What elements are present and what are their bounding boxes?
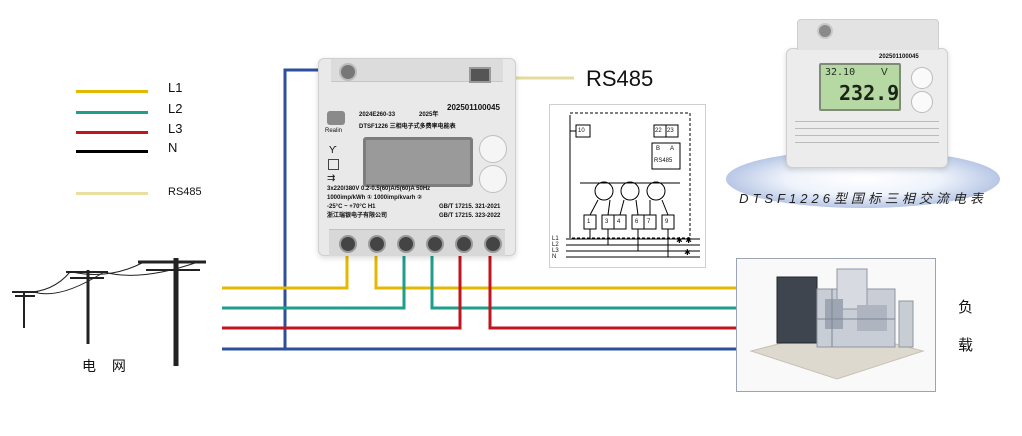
legend-label-n: N bbox=[168, 140, 178, 155]
side-label-n: N bbox=[552, 254, 557, 260]
wiring-schematic: ✱ ✱ ✱ 10 22 23 B A RS485 1 3 4 6 7 9 L1 … bbox=[549, 104, 706, 268]
wire-n bbox=[222, 68, 344, 351]
load-label-bottom: 载 bbox=[958, 337, 974, 354]
legend-line-rs485 bbox=[76, 192, 148, 195]
wire-l1-in bbox=[222, 246, 349, 290]
meter-top-terminal bbox=[339, 63, 357, 81]
photo-button-up[interactable] bbox=[911, 67, 933, 89]
photo-meter-body: 202501100045 32.10 V 232.9 bbox=[786, 19, 948, 168]
legend-label-l3: L3 bbox=[168, 121, 183, 136]
photo-top-screw bbox=[817, 23, 833, 39]
rs-label-b: B bbox=[656, 146, 661, 152]
brand-logo bbox=[327, 111, 345, 125]
photo-caption: DTSF1226型国标三相交流电表 bbox=[739, 191, 987, 206]
bottom-terminal-1: 1 bbox=[587, 219, 591, 225]
bottom-terminal-7: 7 bbox=[647, 219, 651, 225]
photo-button-down[interactable] bbox=[911, 91, 933, 113]
photo-lcd: 32.10 V 232.9 bbox=[819, 63, 901, 111]
legend-label-l1: L1 bbox=[168, 80, 183, 95]
lcd-display bbox=[363, 137, 473, 187]
cert-code: 2024E260-33 bbox=[359, 112, 396, 118]
svg-text:✱ ✱: ✱ ✱ bbox=[676, 236, 692, 245]
load-label-top: 负 bbox=[958, 299, 974, 316]
rs-label-a: A bbox=[670, 146, 675, 152]
bottom-terminal-9: 9 bbox=[665, 219, 669, 225]
bottom-terminal-4: 4 bbox=[617, 219, 621, 225]
spec-line-2: 1000imp/kWh ① 1000imp/kvarh ② bbox=[327, 195, 423, 201]
bottom-terminal-6: 6 bbox=[635, 219, 639, 225]
meter-photo: DTSF1226型国标三相交流电表 202501100045 32.10 V 2… bbox=[720, 0, 1005, 215]
legend-line-l1 bbox=[76, 90, 148, 93]
svg-text:✱: ✱ bbox=[684, 248, 691, 257]
load-machine-svg bbox=[749, 268, 925, 380]
terminal-screw bbox=[426, 235, 444, 253]
rs485-label: RS485 bbox=[586, 66, 654, 91]
legend-line-l3 bbox=[76, 131, 148, 134]
legend-line-l2 bbox=[76, 111, 148, 114]
terminal-screw bbox=[484, 235, 502, 253]
standard-1: GB/T 17215. 321-2021 bbox=[439, 204, 501, 210]
meter-top-rail bbox=[331, 59, 503, 82]
meter-button-up[interactable] bbox=[479, 135, 507, 163]
spec-line-1: 3x220/380V 0.2-0.5(60)A/5(60)A 50Hz bbox=[327, 186, 431, 192]
plug-icon: ⇉ bbox=[327, 173, 336, 184]
bottom-terminal-3: 3 bbox=[605, 219, 609, 225]
spec-line-3: -25°C ~ +70°C H1 bbox=[327, 204, 376, 210]
cert-year: 2025年 bbox=[419, 112, 439, 118]
antenna-icon: Ƴ bbox=[329, 145, 337, 156]
photo-lcd-unit: V bbox=[881, 67, 888, 78]
legend: L1 L2 L3 N RS485 bbox=[70, 76, 220, 206]
meter-button-down[interactable] bbox=[479, 165, 507, 193]
maker-name: 浙江瑞银电子有限公司 bbox=[327, 213, 388, 219]
side-label-l2: L2 bbox=[552, 242, 559, 248]
terminal-23: 23 bbox=[667, 128, 674, 134]
rs-name: RS485 bbox=[654, 158, 673, 164]
model-text: DTSF1226 三相电子式多费率电能表 bbox=[359, 124, 456, 130]
standard-2: GB/T 17215. 323-2022 bbox=[439, 213, 501, 219]
legend-label-l2: L2 bbox=[168, 101, 183, 116]
terminal-22: 22 bbox=[655, 128, 662, 134]
serial-number: 202501100045 bbox=[447, 103, 500, 112]
bottom-terminal-block bbox=[329, 229, 505, 256]
legend-label-rs485: RS485 bbox=[168, 186, 202, 198]
wire-l3-in bbox=[222, 246, 462, 330]
schematic-svg: ✱ ✱ ✱ bbox=[566, 112, 700, 258]
square-icon bbox=[328, 159, 339, 170]
brand-name: Realin bbox=[325, 128, 343, 134]
meter-rs485-port bbox=[469, 67, 491, 83]
terminal-screw bbox=[397, 235, 415, 253]
grid-label: 电 网 bbox=[82, 358, 132, 374]
terminal-screw bbox=[339, 235, 357, 253]
utility-poles bbox=[12, 258, 206, 366]
photo-lcd-reading: 232.9 bbox=[839, 81, 900, 105]
wire-l2-out bbox=[430, 246, 736, 310]
photo-label-lines bbox=[795, 115, 939, 149]
legend-line-n bbox=[76, 150, 148, 153]
main-meter: Realin 2024E260-33 2025年 202501100045 DT… bbox=[318, 58, 516, 256]
wire-l3-out bbox=[488, 246, 736, 330]
side-label-l3: L3 bbox=[552, 248, 559, 254]
terminal-10: 10 bbox=[578, 128, 585, 134]
terminal-screw bbox=[368, 235, 386, 253]
wire-l1-out bbox=[374, 246, 736, 290]
terminal-screw bbox=[455, 235, 473, 253]
wire-l2-in bbox=[222, 246, 406, 310]
side-label-l1: L1 bbox=[552, 236, 559, 242]
load-box bbox=[736, 258, 936, 392]
photo-lcd-top: 32.10 bbox=[825, 67, 856, 78]
photo-serial: 202501100045 bbox=[879, 54, 919, 60]
